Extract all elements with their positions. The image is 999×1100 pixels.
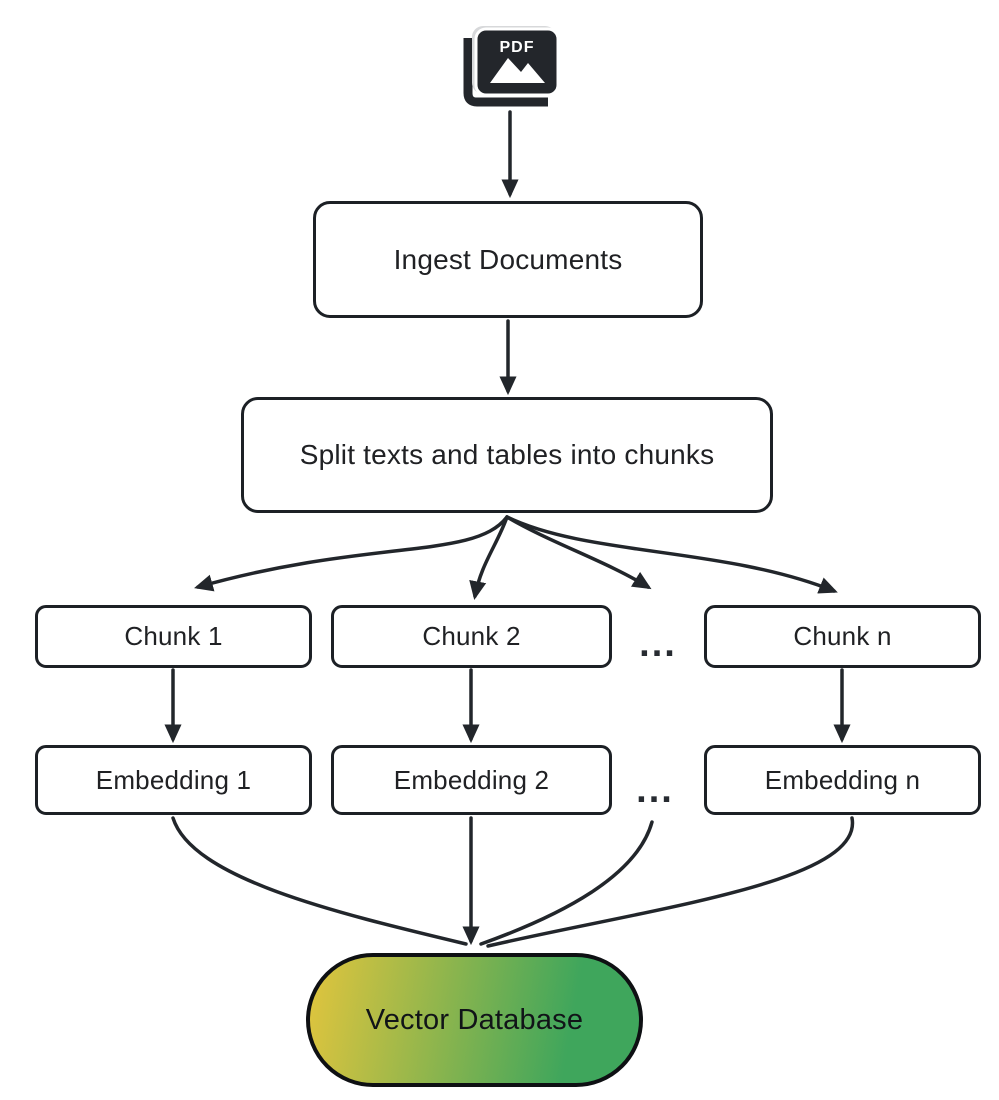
node-chunk-n: Chunk n [704, 605, 981, 668]
embedding-ellipsis: ... [636, 769, 674, 811]
node-split-chunks-label: Split texts and tables into chunks [299, 439, 715, 470]
node-embedding-1-label: Embedding 1 [95, 764, 252, 795]
node-ingest-documents-label: Ingest Documents [393, 243, 623, 275]
pdf-document-icon: PDF [458, 26, 562, 116]
edge-embn-vdb [486, 816, 855, 948]
edge-split-chunk1 [194, 515, 509, 592]
chunk-ellipsis: ... [639, 623, 677, 665]
edge-split-chunkn [505, 515, 838, 594]
node-chunk-2: Chunk 2 [331, 605, 612, 668]
node-ingest-documents: Ingest Documents [313, 201, 703, 318]
node-chunk-1-label: Chunk 1 [124, 621, 223, 651]
node-chunk-n-label: Chunk n [793, 621, 892, 651]
node-embedding-2: Embedding 2 [331, 745, 612, 815]
node-split-chunks: Split texts and tables into chunks [241, 397, 773, 513]
node-embedding-2-label: Embedding 2 [393, 764, 550, 795]
mountains-glyph [490, 58, 545, 83]
edge-split-chunk2 [469, 515, 509, 601]
node-vector-database-label: Vector Database [365, 1003, 584, 1036]
edge-emb1-vdb [171, 816, 468, 946]
node-vector-database: Vector Database [306, 953, 643, 1087]
node-chunk-2-label: Chunk 2 [422, 621, 521, 651]
node-chunk-1: Chunk 1 [35, 605, 312, 668]
edge-dots-vdb [479, 820, 654, 946]
pdf-badge-label: PDF [500, 39, 535, 56]
edge-split-dots [505, 515, 652, 590]
node-embedding-1: Embedding 1 [35, 745, 312, 815]
node-embedding-n: Embedding n [704, 745, 981, 815]
node-embedding-n-label: Embedding n [764, 764, 921, 795]
